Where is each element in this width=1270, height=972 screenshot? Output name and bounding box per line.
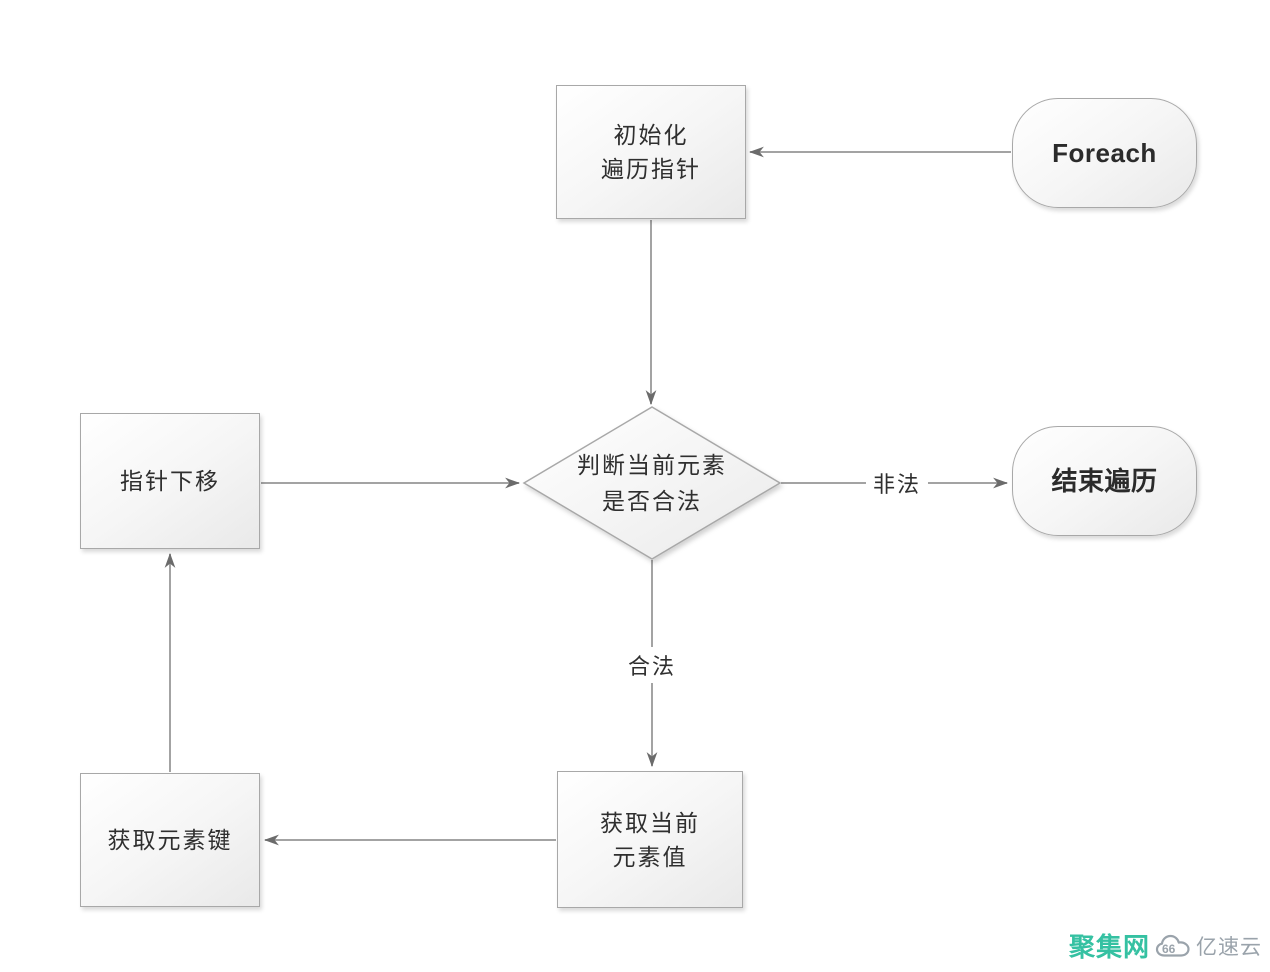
edge-label-illegal: 非法 xyxy=(865,465,929,501)
svg-text:66: 66 xyxy=(1162,942,1176,956)
node-end-traversal: 结束遍历 xyxy=(1012,426,1197,536)
node-get-value: 获取当前 元素值 xyxy=(557,771,743,908)
watermark-brand-name: 亿速云 xyxy=(1196,935,1262,959)
node-init-label: 初始化 遍历指针 xyxy=(601,122,701,182)
node-decision-label: 判断当前元素 是否合法 xyxy=(577,452,727,514)
node-get-key: 获取元素键 xyxy=(80,773,260,907)
watermark-site-name: 聚集网 xyxy=(1068,932,1150,962)
node-init: 初始化 遍历指针 xyxy=(556,85,746,219)
node-pointer-down-label: 指针下移 xyxy=(120,468,220,494)
decision-diamond-shape xyxy=(522,406,782,560)
node-get-value-label: 获取当前 元素值 xyxy=(600,809,700,870)
node-pointer-down: 指针下移 xyxy=(80,413,260,549)
cloud-icon: 66 xyxy=(1155,934,1190,957)
edge-label-legal: 合法 xyxy=(620,647,684,683)
node-get-key-label: 获取元素键 xyxy=(107,827,233,853)
node-foreach-label: Foreach xyxy=(1052,138,1157,168)
watermark: 聚集网 66 亿速云 xyxy=(1069,927,1262,964)
node-foreach: Foreach xyxy=(1012,98,1197,208)
node-end-traversal-label: 结束遍历 xyxy=(1051,466,1158,496)
